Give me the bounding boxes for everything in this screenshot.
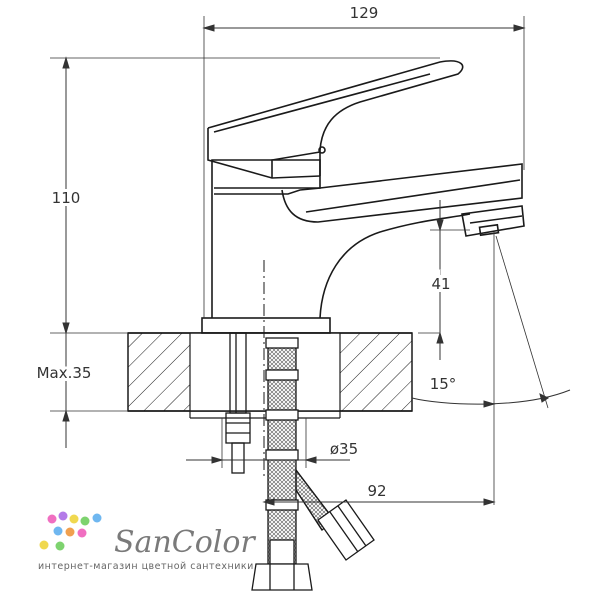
brand-name: SanColor xyxy=(114,525,256,560)
logo-dot xyxy=(53,526,63,536)
logo-dot xyxy=(92,513,102,523)
logo-dot xyxy=(58,511,68,521)
dim-width-label: 129 xyxy=(350,4,379,22)
logo-dot xyxy=(80,516,90,526)
logo-dot xyxy=(69,514,79,524)
faucet-body xyxy=(201,60,525,334)
dim-angle-label: 15° xyxy=(430,375,457,393)
mounting-assembly xyxy=(225,332,375,591)
dim-height-label: 110 xyxy=(52,189,81,207)
logo-dot xyxy=(77,528,87,538)
dim-hole-diameter-label: ø35 xyxy=(330,440,358,458)
dimension-lines xyxy=(50,16,571,506)
brand-tagline: интернет-магазин цветной сантехники xyxy=(38,561,254,572)
dim-spout-height-label: 41 xyxy=(431,275,450,293)
logo-dot xyxy=(65,527,75,537)
dim-max-label: Max.35 xyxy=(37,364,92,382)
brand-logo: SanColor интернет-магазин цветной сантех… xyxy=(38,511,256,572)
logo-dot xyxy=(55,541,65,551)
dim-reach-label: 92 xyxy=(367,482,386,500)
logo-dot xyxy=(47,514,57,524)
logo-dot xyxy=(39,540,49,550)
